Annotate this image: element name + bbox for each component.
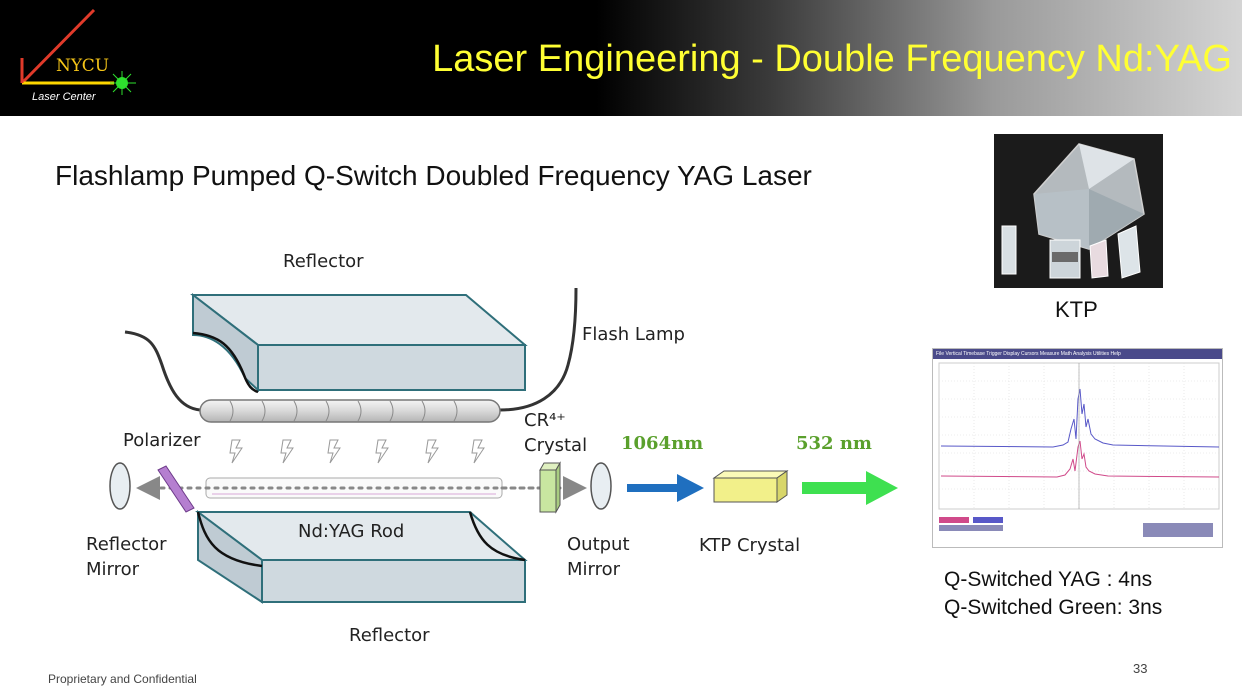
label-flash-lamp: Flash Lamp	[582, 324, 685, 345]
stat-green: Q-Switched Green: 3ns	[944, 596, 1163, 619]
label-output-mirror-2: Mirror	[567, 559, 621, 580]
label-reflector-mirror-2: Mirror	[86, 559, 140, 580]
oscilloscope-screenshot: File Vertical Timebase Trigger Display C…	[932, 348, 1223, 548]
cr-crystal	[539, 461, 561, 514]
stat-yag: Q-Switched YAG : 4ns	[944, 568, 1153, 591]
label-nd-yag-rod: Nd:YAG Rod	[298, 521, 405, 542]
top-reflector	[190, 292, 528, 394]
label-1064nm: 1064nm	[621, 433, 704, 454]
label-cr-crystal-1: CR⁴⁺	[524, 410, 566, 431]
logo-text: NYCU	[56, 56, 109, 76]
footer-confidential: Proprietary and Confidential	[48, 672, 197, 686]
bottom-reflector	[195, 510, 528, 604]
header-title: Laser Engineering - Double Frequency Nd:…	[432, 38, 1232, 80]
polarizer	[157, 465, 195, 513]
page-number: 33	[1133, 661, 1148, 676]
output-mirror	[590, 462, 612, 510]
slide-header: NYCU Laser Center Laser Engineering - Do…	[0, 0, 1242, 116]
scope-menu-text: File Vertical Timebase Trigger Display C…	[936, 351, 1121, 357]
label-cr-crystal-2: Crystal	[524, 435, 588, 456]
ktp-crystal-photo	[994, 134, 1163, 288]
label-ktp-crystal: KTP Crystal	[699, 535, 801, 556]
trace-green	[940, 440, 1220, 478]
reflector-mirror	[109, 462, 131, 510]
arrow-1064nm	[627, 474, 704, 502]
flash-lamp	[199, 399, 501, 423]
label-reflector-mirror-1: Reflector	[86, 534, 167, 555]
laser-diagram	[109, 287, 898, 604]
pulse-duration-stats: Q-Switched YAG : 4ns Q-Switched Green: 3…	[944, 566, 1162, 622]
label-reflector-top: Reflector	[283, 251, 364, 272]
scope-traces	[938, 362, 1220, 537]
label-polarizer: Polarizer	[123, 430, 201, 451]
slide-subtitle: Flashlamp Pumped Q-Switch Doubled Freque…	[55, 160, 812, 191]
nycu-laser-center-logo: NYCU Laser Center	[20, 8, 136, 103]
ktp-crystal	[712, 470, 789, 503]
label-reflector-bottom: Reflector	[349, 625, 430, 646]
pump-light-icons	[229, 439, 485, 464]
label-532nm: 532 nm	[796, 433, 872, 454]
scope-menu-bar: File Vertical Timebase Trigger Display C…	[933, 349, 1222, 359]
flash-lamp-cable	[124, 330, 201, 412]
logo-subtext: Laser Center	[32, 91, 97, 103]
trace-yag	[940, 388, 1220, 448]
ktp-photo-label: KTP	[1055, 297, 1098, 322]
flash-lamp-cable-right	[499, 287, 578, 412]
arrow-532nm	[802, 471, 898, 505]
label-output-mirror-1: Output	[567, 534, 630, 555]
